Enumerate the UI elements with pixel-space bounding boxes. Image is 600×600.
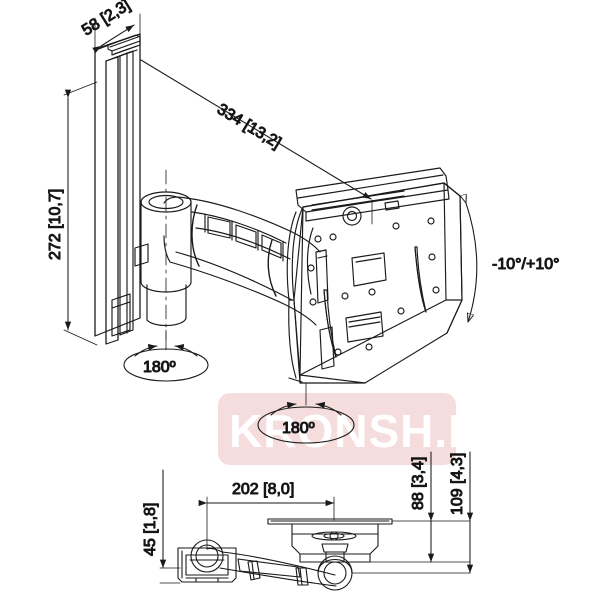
dim-label-109: 109 [4,3] [449, 453, 466, 515]
dimension-height-left: 272 [10,7] [46, 81, 98, 346]
dim-label-88: 88 [3,4] [410, 457, 427, 510]
dim-label-58: 58 [2,3] [79, 0, 133, 39]
pivot-post [134, 169, 192, 341]
swivel-wall: 180º [123, 329, 209, 382]
dimension-depth-outer: 109 [4,3] [448, 451, 474, 574]
dimension-depth-inner: 88 [3,4] [409, 451, 435, 563]
dim-label-45: 45 [1,8] [142, 503, 159, 556]
angle-tilt: -10°/+10° [466, 203, 560, 323]
extension-arm [163, 196, 321, 326]
swivel-wall-label: 180º [143, 359, 176, 376]
dim-label-272: 272 [10,7] [47, 189, 64, 260]
dim-label-202: 202 [8,0] [232, 481, 294, 498]
swivel-head-label: 180º [282, 420, 315, 437]
dim-label-334: 334 [13,2] [214, 101, 284, 152]
wall-plate [94, 33, 141, 345]
dimension-width-bottom: 202 [8,0] [198, 480, 335, 549]
vesa-plate [286, 167, 463, 384]
dimension-offset-bottom-left: 45 [1,8] [141, 469, 167, 569]
swivel-head: 180º [257, 382, 355, 444]
watermark-label: KRONSH.RU [229, 405, 517, 457]
arm-head-joint [315, 249, 335, 370]
bottom-view [159, 518, 471, 591]
dimension-depth-top: 58 [2,3] [79, 0, 141, 54]
angle-label-tilt: -10°/+10° [492, 256, 560, 273]
